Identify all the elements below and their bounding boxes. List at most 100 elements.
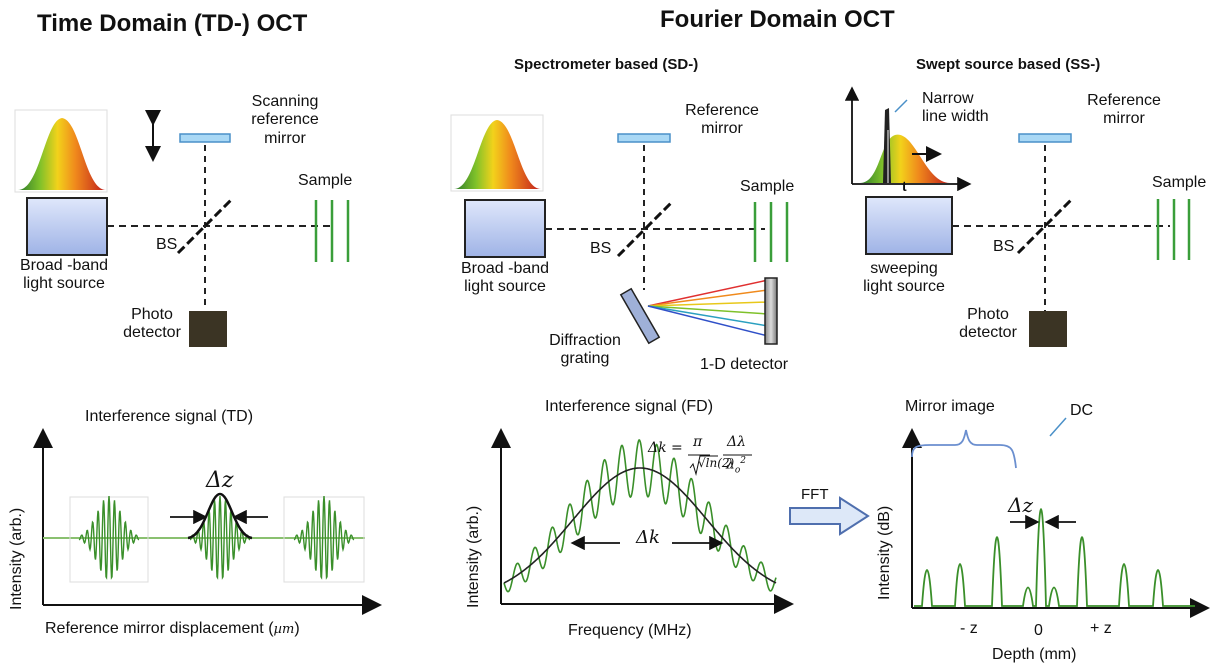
- mirror-image-brace: [911, 429, 1017, 469]
- fd-ylabel: Intensity (arb.): [465, 505, 482, 608]
- fd-xlabel: Frequency (MHz): [568, 622, 692, 639]
- fd-signal-title: Interference signal (FD): [545, 398, 714, 415]
- ss-subtitle-tag: (SS-): [1065, 56, 1101, 73]
- formula-dl: Δλ: [727, 434, 746, 450]
- ss-sample-label: Sample: [1152, 174, 1207, 191]
- depth-zero-tick: 0: [1034, 622, 1043, 639]
- depth-plot: [902, 417, 1210, 618]
- mirror-image-label: Mirror image: [905, 398, 995, 415]
- fd-delta-k: Δk: [636, 527, 660, 548]
- ss-bs-label: BS: [993, 238, 1015, 255]
- formula-ln: √ln(2): [698, 456, 735, 470]
- dc-label: DC: [1070, 402, 1094, 419]
- formula-lhs: Δk =: [648, 440, 683, 456]
- formula-l0-sup: 2: [740, 456, 747, 466]
- td-xlabel-end: ): [294, 620, 300, 637]
- td-source-label-line1: Broad -band: [19, 257, 109, 274]
- ss-detector-label: Photo detector: [950, 306, 1026, 343]
- sd-source-label-line1: Broad -band: [460, 260, 550, 277]
- formula-pi: π: [693, 434, 703, 450]
- ss-source-label: sweeping light source: [842, 260, 966, 297]
- fft-label: FFT: [801, 486, 829, 503]
- ss-t-label: t: [902, 178, 907, 194]
- ss-narrow-label-line1: Narrow: [922, 90, 974, 107]
- ss-mirror-label-line2: mirror: [1103, 110, 1145, 128]
- td-wave-packet-center: [189, 495, 251, 580]
- td-spectrum-icon: [18, 118, 106, 190]
- ss-subtitle: Swept source based (SS-): [916, 56, 1100, 73]
- sd-detector-label: 1-D detector: [700, 356, 789, 373]
- sd-1d-detector: [764, 277, 778, 345]
- ss-subtitle-text: Swept source based: [916, 56, 1062, 73]
- depth-peaks: [914, 508, 1195, 607]
- td-source-label: Broad -band light source: [2, 257, 126, 294]
- fft-arrow-icon: [789, 496, 870, 536]
- td-reference-mirror: [179, 133, 231, 143]
- fd-interference-curve: [503, 439, 777, 593]
- ss-narrow-label-line2: line width: [922, 108, 989, 126]
- td-mirror-label-line3: mirror: [264, 129, 306, 147]
- ss-reference-mirror: [1018, 133, 1072, 143]
- sd-grating-label-line1: Diffraction: [549, 332, 621, 349]
- td-xlabel: Reference mirror displacement (µm): [45, 620, 300, 638]
- depth-delta-z: Δz: [1008, 493, 1033, 517]
- ss-photo-detector: [1029, 311, 1067, 347]
- sd-subtitle: Spectrometer based (SD-): [514, 56, 698, 73]
- td-xlabel-unit: µm: [273, 622, 295, 637]
- td-wave-packet-left: [78, 495, 140, 580]
- ss-source-label-line2: light source: [863, 278, 945, 296]
- ss-light-source-box: [865, 196, 953, 255]
- ss-optics: [844, 86, 1191, 347]
- formula-l0-sub: o: [734, 465, 741, 476]
- depth-neg-tick: - z: [960, 620, 978, 637]
- depth-ylabel: Intensity (dB): [876, 505, 893, 600]
- td-light-source-box: [26, 197, 108, 256]
- sd-optics: [450, 114, 789, 345]
- sd-diffraction-grating: [619, 287, 661, 345]
- fd-envelope: [503, 467, 777, 584]
- td-title: Time Domain (TD-) OCT: [37, 10, 308, 37]
- td-source-label-line2: light source: [23, 275, 105, 293]
- sd-spectrum-icon: [454, 120, 541, 189]
- depth-pos-tick: + z: [1090, 620, 1112, 637]
- ss-spectrum-icon: [860, 134, 950, 183]
- td-bs-label: BS: [156, 236, 178, 253]
- sd-sample-label: Sample: [740, 178, 795, 195]
- td-xlabel-text: Reference mirror displacement (: [45, 620, 274, 637]
- td-mirror-label: Scanning reference mirror: [230, 93, 340, 148]
- td-signal-plot: [33, 428, 382, 615]
- td-detector-label-line1: Photo: [131, 306, 173, 323]
- sd-grating-label-line2: grating: [560, 350, 610, 368]
- td-detector-label: Photo detector: [114, 306, 190, 343]
- sd-bs-label: BS: [590, 240, 612, 257]
- td-delta-z: Δz: [206, 468, 234, 493]
- sd-reference-mirror: [617, 133, 671, 143]
- fd-signal-plot: [491, 428, 794, 614]
- sd-source-label: Broad -band light source: [443, 260, 567, 297]
- depth-xlabel: Depth (mm): [992, 646, 1077, 663]
- sd-grating-label: Diffraction grating: [530, 332, 640, 369]
- td-optics: [14, 109, 350, 347]
- td-mirror-label-line2: reference: [251, 111, 319, 129]
- fd-title: Fourier Domain OCT: [660, 6, 895, 33]
- sd-subtitle-text: Spectrometer based: [514, 56, 659, 73]
- ss-detector-label-line1: Photo: [967, 306, 1009, 323]
- ss-source-label-line1: sweeping: [870, 260, 938, 277]
- td-detector-label-line2: detector: [123, 324, 181, 342]
- sd-mirror-label-line1: Reference: [685, 102, 759, 119]
- sd-mirror-label-line2: mirror: [701, 120, 743, 138]
- ss-mirror-label-line1: Reference: [1087, 92, 1161, 109]
- td-mirror-label-line1: Scanning: [251, 93, 319, 110]
- td-envelope: [187, 492, 253, 540]
- td-sample-label: Sample: [298, 172, 353, 189]
- sd-source-label-line2: light source: [464, 278, 546, 296]
- ss-narrow-label: Narrow line width: [922, 90, 989, 127]
- td-signal-title: Interference signal (TD): [85, 408, 254, 425]
- sd-subtitle-tag: (SD-): [662, 56, 699, 73]
- td-photo-detector: [189, 311, 227, 347]
- td-wave-packet-right: [293, 495, 355, 580]
- formula-l0-symbol: λ: [726, 456, 735, 473]
- sd-light-source-box: [464, 199, 546, 258]
- td-ylabel: Intensity (arb.): [8, 507, 25, 610]
- ss-detector-label-line2: detector: [959, 324, 1017, 342]
